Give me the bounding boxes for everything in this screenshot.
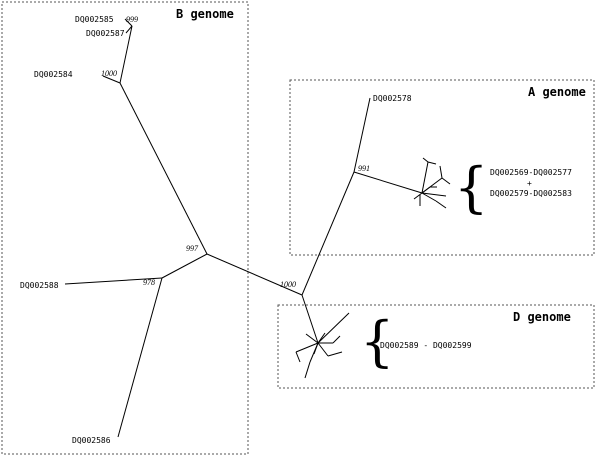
a-genome-brace: { [454,156,488,219]
a-genome-range-top: DQ002569-DQ002577 [490,168,572,177]
branch-ad-to-a [301,171,355,296]
taxon-label-dq002584: DQ002584 [34,70,73,79]
bootstrap-1000-b: 1000 [101,69,117,78]
taxon-label-dq002578: DQ002578 [373,94,412,103]
a-genome-range-bottom: DQ002579-DQ002583 [490,189,572,198]
a-genome-box [289,79,595,256]
d-genome-brace: { [360,310,394,373]
d-genome-box [277,304,595,389]
branch-to-dq002588 [64,277,163,285]
branch-to-dq002584 [102,75,121,84]
branch-to-node999 [119,25,133,84]
d-genome-range: DQ002589 - DQ002599 [380,341,472,350]
branch-b-stem [119,82,208,255]
branch-ad-to-d [301,294,319,344]
bootstrap-997: 997 [186,244,199,253]
taxon-label-dq002586: DQ002586 [72,436,111,445]
branch-to-dq002578 [353,97,371,173]
branch-root-to-978 [161,253,208,279]
a-genome-title: A genome [528,85,586,99]
branch-to-dq002585 [124,18,133,27]
b-genome-box [1,1,249,455]
d-genome-cluster [295,312,350,379]
taxon-label-dq002588: DQ002588 [20,281,59,290]
bootstrap-1000-ad: 1000 [280,280,296,289]
bootstrap-978: 978 [143,278,155,287]
taxon-label-dq002585: DQ002585 [75,15,114,24]
branch-to-dq002587 [125,25,133,34]
a-genome-plus: + [527,179,532,188]
a-genome-cluster [413,157,451,209]
taxon-label-dq002587: DQ002587 [86,29,125,38]
branch-to-dq002586 [117,277,163,438]
b-genome-title: B genome [176,7,234,21]
bootstrap-991: 991 [358,164,370,173]
bootstrap-999: 999 [126,15,138,24]
branch-root-to-ad1000 [206,253,303,296]
branch-a-cluster [353,171,423,194]
d-genome-title: D genome [513,310,571,324]
